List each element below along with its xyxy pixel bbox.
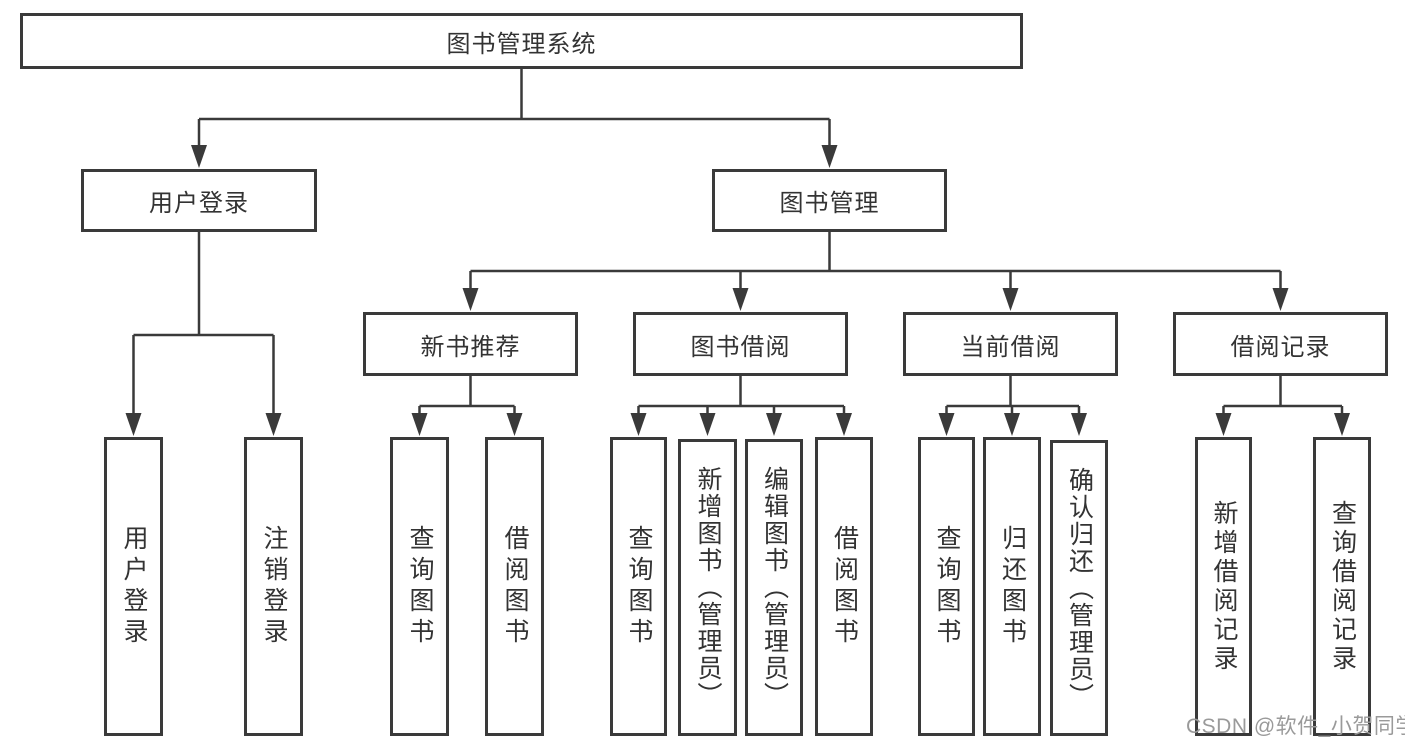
leaf-return-book: 归还图书 — [983, 437, 1041, 736]
leaf-borrow-books-recommend-label: 借阅图书 — [501, 524, 529, 649]
leaf-query-books-borrowing: 查询图书 — [610, 437, 667, 736]
leaf-user-login: 用户登录 — [104, 437, 163, 736]
node-borrow-records: 借阅记录 — [1173, 312, 1388, 376]
node-user-login: 用户登录 — [81, 169, 317, 232]
node-book-borrowing: 图书借阅 — [633, 312, 848, 376]
leaf-query-borrow-record: 查询借阅记录 — [1313, 437, 1371, 736]
leaf-query-books-recommend-label: 查询图书 — [406, 524, 434, 649]
leaf-borrow-books-borrowing: 借阅图书 — [815, 437, 873, 736]
leaf-query-books-current-label: 查询图书 — [933, 524, 961, 649]
leaf-user-login-label: 用户登录 — [120, 524, 148, 649]
leaf-confirm-return-admin: 确认归还（管理员） — [1050, 440, 1108, 736]
leaf-add-borrow-record-label: 新增借阅记录 — [1210, 499, 1238, 674]
leaf-query-borrow-record-label: 查询借阅记录 — [1328, 499, 1357, 674]
arrowhead-icons — [125, 145, 1350, 436]
leaf-query-books-current: 查询图书 — [918, 437, 975, 736]
leaf-confirm-return-admin-label: 确认归还（管理员） — [1065, 466, 1094, 710]
leaf-borrow-books-recommend: 借阅图书 — [485, 437, 544, 736]
leaf-add-book-admin-label: 新增图书（管理员） — [694, 466, 722, 709]
node-library-management-system: 图书管理系统 — [20, 13, 1023, 69]
leaf-query-books-recommend: 查询图书 — [390, 437, 449, 736]
leaf-edit-book-admin: 编辑图书（管理员） — [745, 439, 803, 736]
node-current-borrowing: 当前借阅 — [903, 312, 1118, 376]
leaf-logout-login-label: 注销登录 — [260, 524, 288, 649]
watermark-text: CSDN @软件_小贺同学 — [1186, 715, 1405, 738]
node-book-management: 图书管理 — [712, 169, 947, 232]
leaf-return-book-label: 归还图书 — [998, 524, 1027, 649]
leaf-borrow-books-borrowing-label: 借阅图书 — [830, 524, 859, 649]
node-new-book-recommend: 新书推荐 — [363, 312, 578, 376]
leaf-add-borrow-record: 新增借阅记录 — [1195, 437, 1252, 736]
leaf-query-books-borrowing-label: 查询图书 — [625, 524, 653, 649]
leaf-edit-book-admin-label: 编辑图书（管理员） — [760, 466, 789, 709]
leaf-logout-login: 注销登录 — [244, 437, 303, 736]
leaf-add-book-admin: 新增图书（管理员） — [678, 439, 737, 736]
